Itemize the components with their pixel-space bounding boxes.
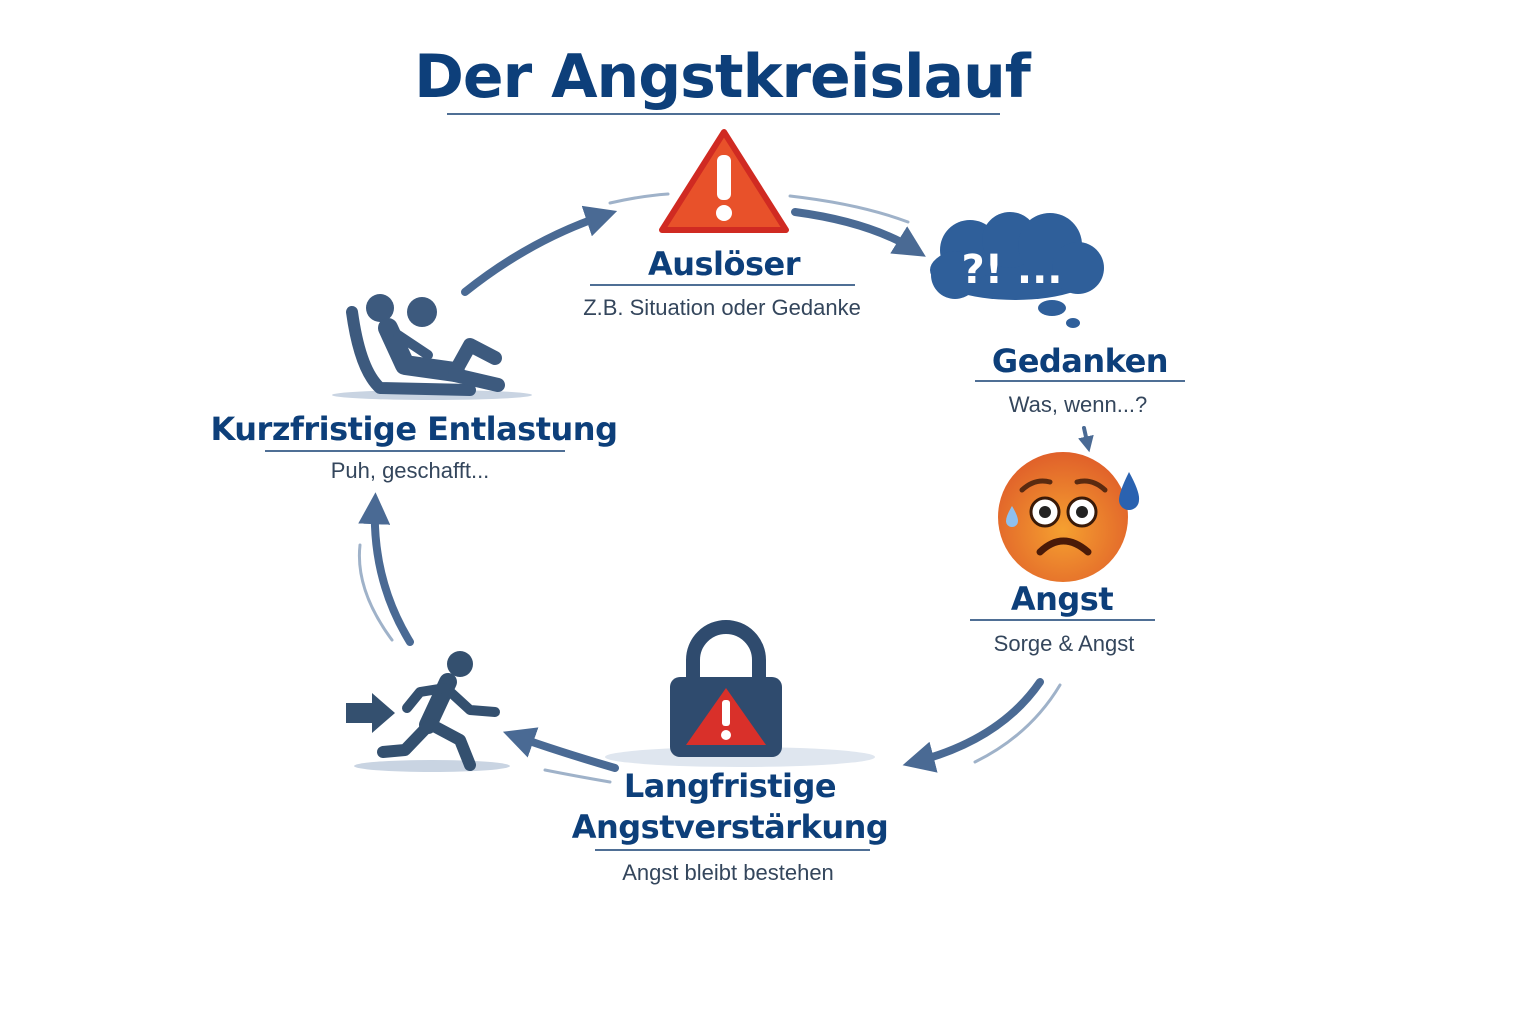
node-trigger: Auslöser Z.B. Situation oder Gedanke — [583, 129, 861, 320]
arrow-fear-to-reinforcement-trail — [973, 683, 1062, 764]
running-person-icon — [377, 651, 500, 771]
fear-label: Angst — [1011, 580, 1114, 618]
arrow-fear-to-reinforcement — [902, 678, 1044, 773]
cloud-text: ?! ... — [962, 247, 1063, 293]
node-reinforcement: Langfristige Angstverstärkung Angst blei… — [572, 620, 889, 885]
relief-label: Kurzfristige Entlastung — [211, 410, 618, 448]
fear-subtitle: Sorge & Angst — [994, 631, 1135, 656]
padlock-warning-icon — [670, 620, 782, 757]
page-title: Der Angstkreislauf — [414, 42, 1032, 112]
reinforcement-label-line1: Langfristige — [624, 767, 836, 805]
warning-triangle-icon — [659, 129, 789, 233]
node-avoidance — [346, 651, 510, 772]
anxious-face-icon — [998, 452, 1140, 582]
arrow-reinforcement-to-avoidance-trail — [543, 768, 612, 784]
node-relief: Kurzfristige Entlastung Puh, geschafft..… — [211, 294, 618, 483]
thoughts-subtitle: Was, wenn...? — [1009, 392, 1148, 417]
arrow-relief-to-trigger-trail — [608, 192, 670, 205]
arrow-thoughts-to-fear — [1078, 426, 1094, 453]
node-fear: Angst Sorge & Angst — [970, 452, 1155, 656]
cycle-arrows — [357, 192, 1094, 784]
relief-subtitle: Puh, geschafft... — [331, 458, 490, 483]
thoughts-label: Gedanken — [992, 342, 1168, 380]
thought-cloud-icon: ?! ... — [930, 212, 1104, 328]
arrow-avoidance-to-relief-trail — [357, 543, 394, 642]
exit-arrow-icon — [346, 693, 395, 733]
reinforcement-subtitle: Angst bleibt bestehen — [622, 860, 834, 885]
arrow-reinforcement-to-avoidance — [502, 727, 619, 772]
arrow-trigger-to-thoughts — [791, 208, 926, 257]
trigger-label: Auslöser — [648, 245, 801, 283]
reclining-person-icon — [346, 294, 505, 396]
trigger-subtitle: Z.B. Situation oder Gedanke — [583, 295, 861, 320]
arrow-relief-to-trigger — [461, 205, 618, 296]
ground-shadow — [354, 760, 510, 772]
arrow-trigger-to-thoughts-trail — [788, 194, 910, 224]
arrow-avoidance-to-relief — [358, 492, 414, 646]
node-thoughts: ?! ... Gedanken Was, wenn...? — [930, 212, 1185, 417]
reinforcement-label-line2: Angstverstärkung — [572, 808, 889, 846]
